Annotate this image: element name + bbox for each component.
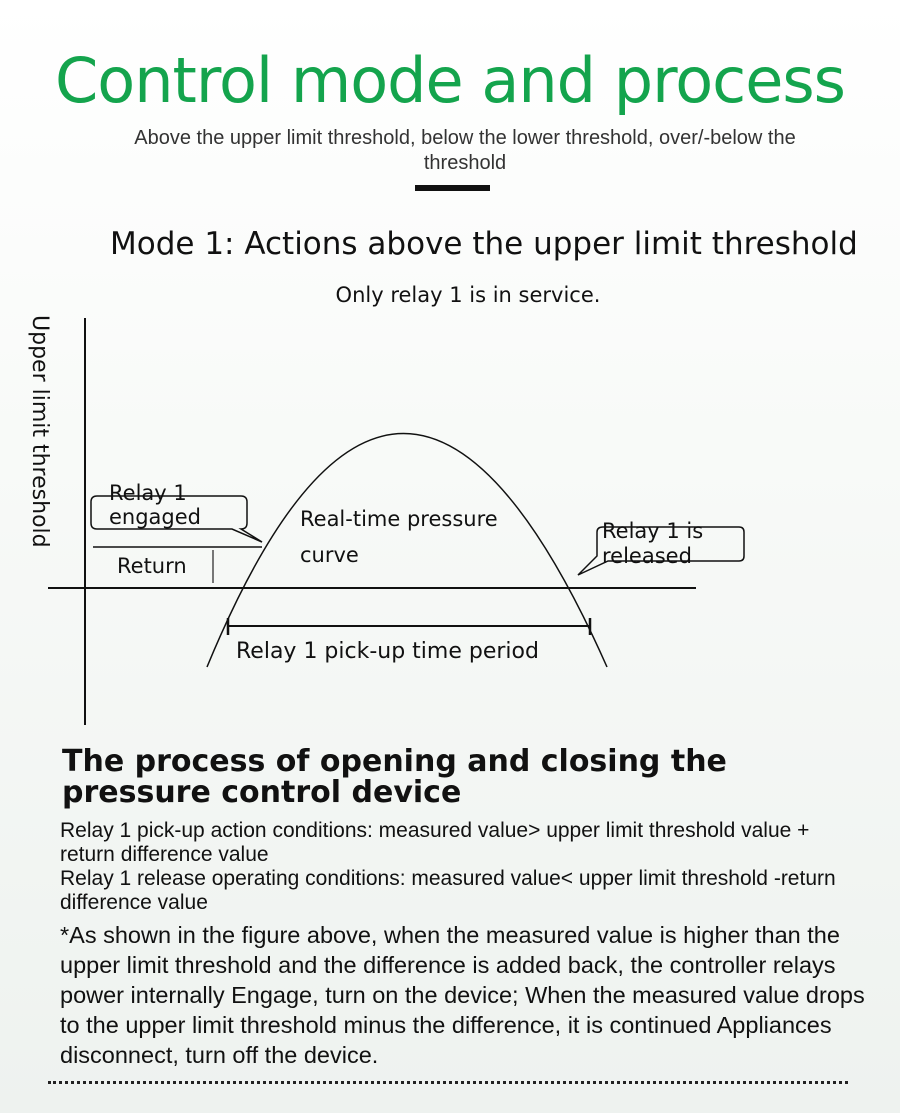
- process-note: *As shown in the figure above, when the …: [60, 922, 865, 1068]
- mode-title: Mode 1: Actions above the upper limit th…: [110, 226, 858, 262]
- relay-engaged-label-line2: engaged: [109, 505, 201, 529]
- mode-subtitle: Only relay 1 is in service.: [335, 283, 601, 307]
- pressure-curve: [206, 433, 608, 668]
- release-condition: Relay 1 release operating conditions: me…: [60, 867, 836, 914]
- relay-engaged-callout: [90, 495, 263, 543]
- relay-released-label-line2: released: [602, 544, 692, 568]
- relay-diagram: Upper limit threshold Relay 1 engaged Re…: [27, 315, 745, 725]
- dotted-divider: [48, 1081, 848, 1084]
- y-axis-label: Upper limit threshold: [27, 315, 52, 548]
- relay-engaged-label-line1: Relay 1: [109, 481, 187, 505]
- return-label: Return: [117, 554, 187, 578]
- relay-released-label-line1: Relay 1 is: [602, 519, 703, 543]
- page-title: Control mode and process: [55, 44, 846, 117]
- curve-label-line2: curve: [300, 543, 359, 567]
- curve-label-line1: Real-time pressure: [300, 507, 498, 531]
- relay-released-callout: [577, 526, 745, 576]
- title-underline-bar: [415, 185, 490, 191]
- process-title: The process of opening and closing the p…: [62, 744, 727, 810]
- page-subtitle: Above the upper limit threshold, below t…: [134, 127, 796, 174]
- pickup-condition: Relay 1 pick-up action conditions: measu…: [60, 819, 810, 866]
- period-label: Relay 1 pick-up time period: [236, 639, 539, 664]
